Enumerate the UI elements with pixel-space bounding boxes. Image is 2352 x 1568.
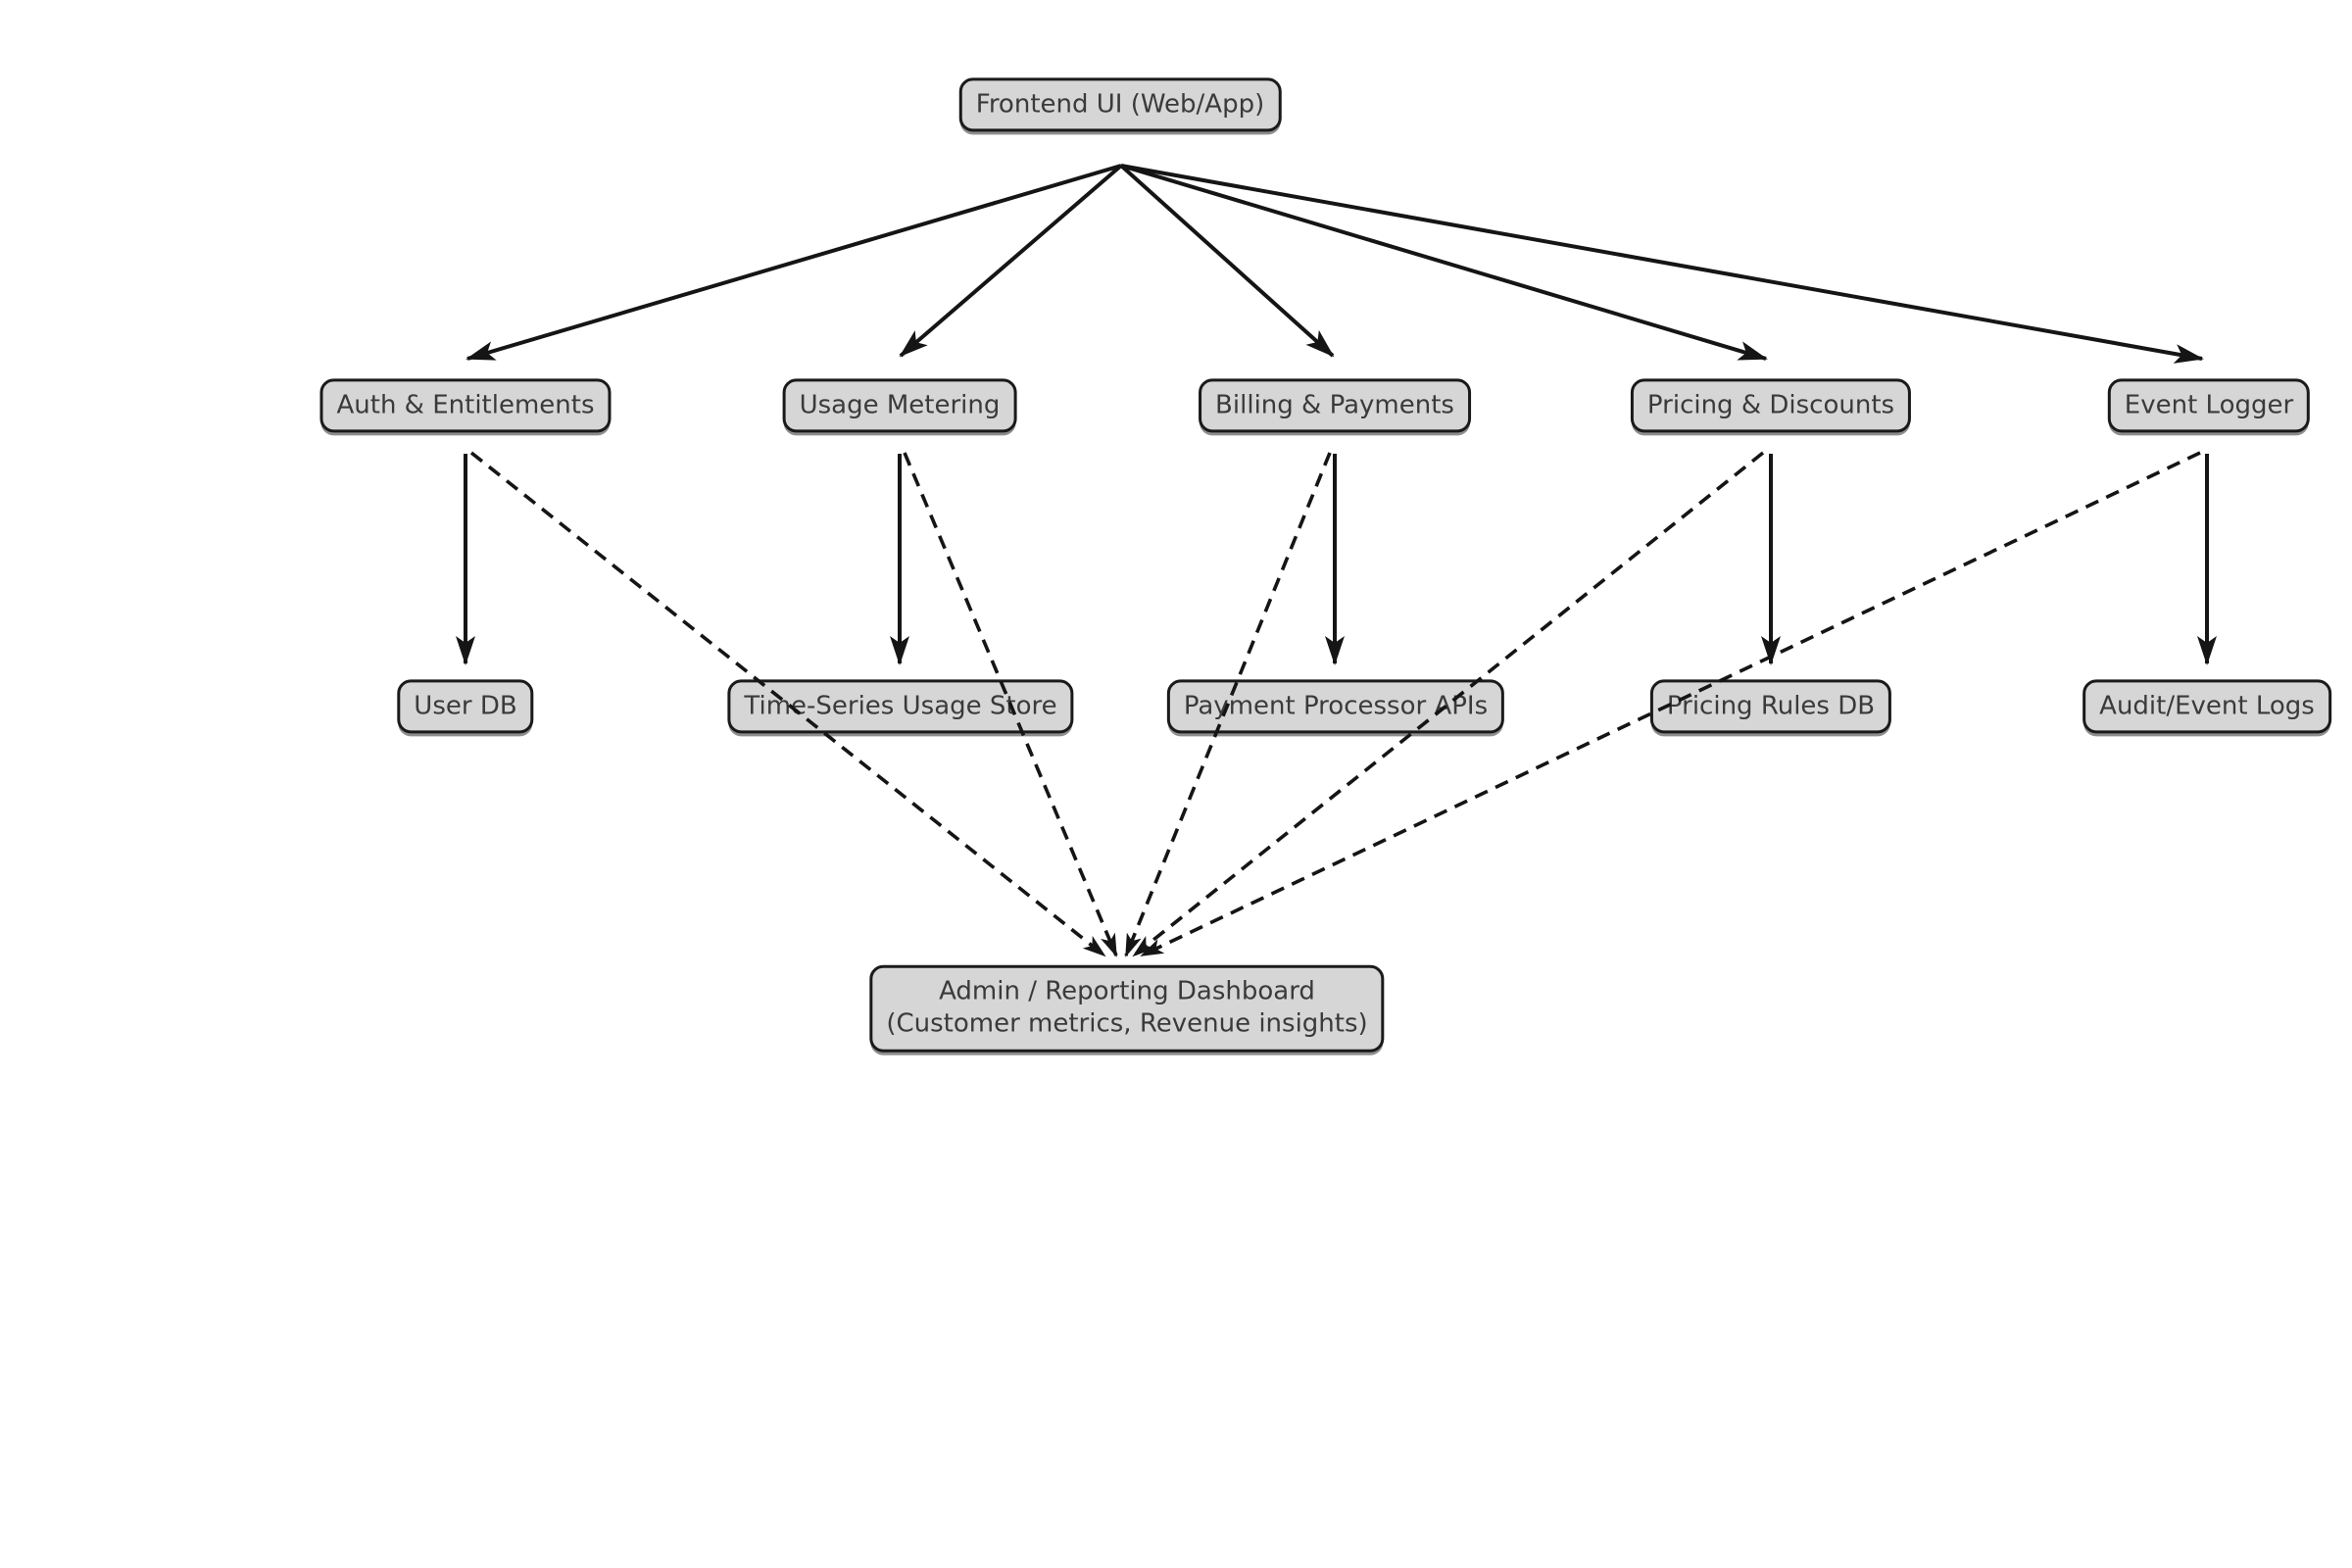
node-user-db: User DB <box>397 679 534 734</box>
node-label: Audit/Event Logs <box>2099 691 2315 721</box>
node-label: Payment Processor APIs <box>1183 691 1489 721</box>
node-label: Usage Metering <box>799 390 1001 420</box>
node-pricing-discounts: Pricing & Discounts <box>1630 378 1912 433</box>
node-frontend-ui: Frontend UI (Web/App) <box>958 77 1282 132</box>
node-label: Billing & Payments <box>1215 390 1454 420</box>
node-label: Pricing Rules DB <box>1666 691 1876 721</box>
node-auth-entitlements: Auth & Entitlements <box>319 378 612 433</box>
node-audit-event-logs: Audit/Event Logs <box>2082 679 2331 734</box>
node-event-logger: Event Logger <box>2107 378 2311 433</box>
edge-frontend-ui-to-auth-entitlements <box>466 164 1122 361</box>
node-billing-payments: Billing & Payments <box>1199 378 1471 433</box>
node-label: Admin / Reporting Dashboard <box>939 976 1315 1006</box>
node-label: Frontend UI (Web/App) <box>975 89 1265 120</box>
node-label: Time-Series Usage Store <box>744 691 1057 721</box>
node-label: Event Logger <box>2124 390 2294 420</box>
node-label: Pricing & Discounts <box>1646 390 1895 420</box>
node-label: Auth & Entitlements <box>336 390 595 420</box>
edge-frontend-ui-to-billing-payments <box>1119 164 1335 358</box>
node-label: User DB <box>414 691 517 721</box>
edge-frontend-ui-to-usage-metering <box>899 164 1123 358</box>
node-time-series-usage-store: Time-Series Usage Store <box>727 679 1074 734</box>
edge-frontend-ui-to-pricing-discounts <box>1120 164 1768 361</box>
node-admin-dashboard: Admin / Reporting Dashboard(Customer met… <box>869 964 1385 1053</box>
edge-frontend-ui-to-event-logger <box>1120 164 2204 364</box>
node-label: (Customer metrics, Revenue insights) <box>886 1009 1368 1039</box>
node-payment-processor-apis: Payment Processor APIs <box>1166 679 1505 734</box>
node-usage-metering: Usage Metering <box>782 378 1017 433</box>
node-pricing-rules-db: Pricing Rules DB <box>1649 679 1892 734</box>
